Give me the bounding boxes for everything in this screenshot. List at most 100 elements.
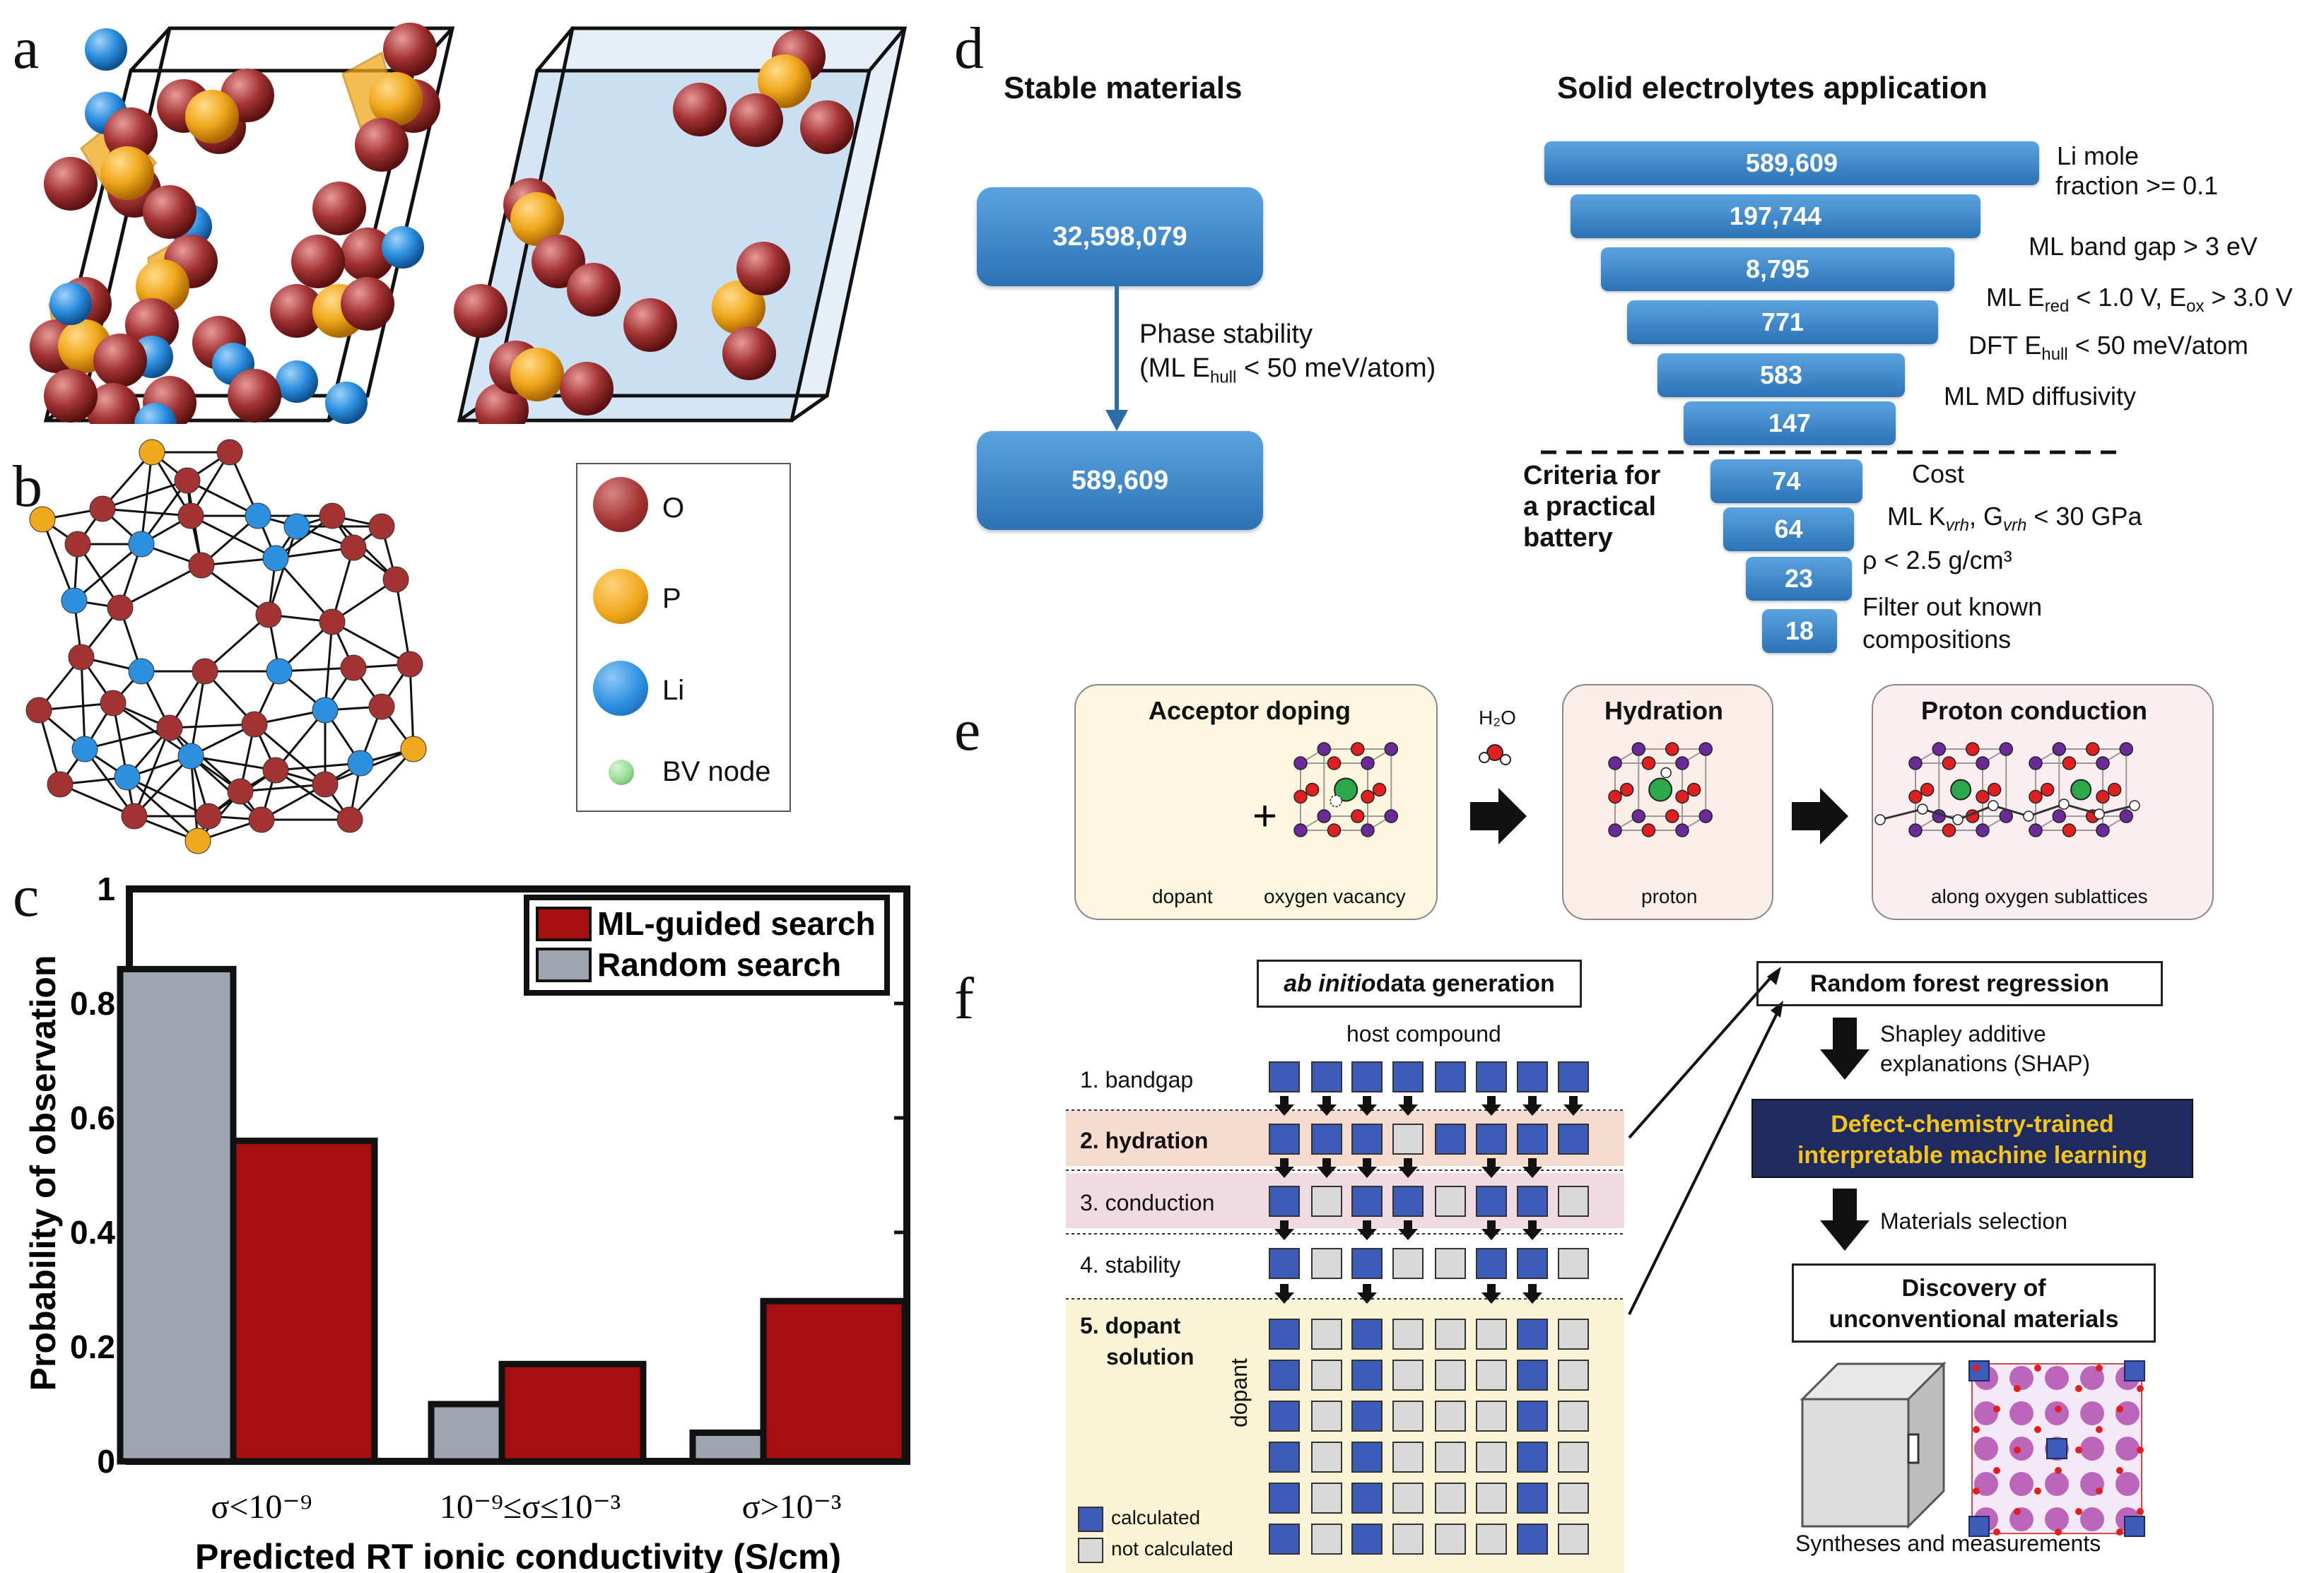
not-calculated-cell [1311,1186,1342,1217]
perovskite-cell-icon [1608,742,1713,837]
calculated-cell [1476,1248,1507,1279]
calculated-cell [1351,1401,1383,1432]
atom-p [712,281,765,334]
not-calculated-cell [1558,1401,1589,1432]
calculated-cell [1435,1124,1466,1155]
calculated-cell [1269,1401,1300,1432]
graph-node-li [312,697,339,724]
calculated-cell [1351,1124,1383,1155]
arrow-right-icon-2 [1792,788,1848,844]
perovskite-cell-icon [2029,742,2133,837]
lattice-site [1968,1360,1990,1381]
not-calculated-cell [1311,1401,1342,1432]
graph-node-li [347,750,374,777]
not-calculated-cell [1558,1186,1589,1217]
down-arrow-icon [1522,1220,1542,1240]
graph-node-o [255,601,282,628]
proton-label: proton [1641,885,1698,907]
graph-node-o [382,566,409,593]
legend-calculated-swatch [1078,1507,1103,1532]
funnel-bar: 18 [1762,609,1837,653]
graph-node-o [121,803,148,830]
panel-label-e: e [954,697,981,763]
down-arrow-icon [1522,1096,1542,1116]
atom-o [736,242,790,295]
atom-p [758,54,811,108]
x-tick-label: 10⁻⁹≤σ≤10⁻³ [440,1488,621,1526]
down-arrow-icon [1563,1096,1583,1116]
atom-p [185,90,239,143]
x-tick-label: σ<10⁻⁹ [211,1488,312,1526]
graph-node-p [400,736,427,762]
down-arrow-icon [1317,1096,1337,1116]
atom-o [143,185,196,239]
not-calculated-cell [1392,1524,1424,1555]
calculated-cell [1351,1483,1383,1514]
graph-node-o [262,757,289,784]
graph-edge [84,726,170,750]
down-arrow-icon [1357,1096,1377,1116]
atom-li [325,382,368,424]
graph-edge [83,748,136,817]
not-calculated-cell [1476,1360,1507,1391]
lattice-site [2124,1516,2145,1537]
atom-o [722,326,776,380]
y-tick-label: 0 [97,1443,115,1480]
calculated-cell [1351,1360,1383,1391]
y-tick-label: 0.4 [70,1214,115,1251]
graph-edge [74,543,142,602]
graph-node-o [100,690,127,717]
down-arrow-icon-1 [1820,1018,1870,1080]
atom-o [623,298,677,352]
legend-calculated-label: calculated [1111,1507,1201,1528]
atom-p [510,348,564,401]
atom-o [270,284,324,338]
atom-o [383,23,437,76]
calculated-cell [1476,1186,1507,1217]
water-label: H₂O [1479,707,1516,729]
down-arrow-icon [1274,1096,1294,1116]
perovskite-cell-icon [1293,742,1398,837]
down-arrow-icon [1357,1284,1377,1304]
bar-random-search [428,1401,505,1465]
phase-stability-label: Phase stability [1139,319,1313,349]
criteria-filter-2: compositions [1862,625,2012,654]
not-calculated-cell [1435,1360,1466,1391]
graph-edge [275,762,361,772]
not-calculated-cell [1311,1483,1342,1514]
calculated-cell [1269,1061,1300,1092]
graph-node-li [177,743,204,770]
not-calculated-cell [1476,1483,1507,1514]
legend-label-bv: BV node [662,756,771,787]
host-compound-label: host compound [1346,1021,1501,1047]
not-calculated-cell [1435,1186,1466,1217]
hydration-title: Hydration [1604,696,1724,725]
not-calculated-cell [1558,1360,1589,1391]
row-hydration: 2. hydration [1080,1128,1209,1153]
atom-p [369,72,423,126]
oxygen-vacancy-label: oxygen vacancy [1264,885,1406,907]
criteria-md-diffusivity: ML MD diffusivity [1944,382,2137,411]
panel-label-f: f [954,966,974,1032]
proton-dot [2058,799,2070,810]
calculated-cell [1517,1401,1548,1432]
graph-node-li [245,502,271,529]
y-tick-label: 1 [97,871,115,907]
not-calculated-cell [1311,1442,1342,1473]
graph-edge [80,656,86,750]
perovskite-cell-icon [1908,742,2013,837]
not-calculated-cell [1435,1483,1466,1514]
down-arrow-icon [1481,1284,1501,1304]
lattice-site [2046,1438,2067,1459]
lattice-atom [2009,1437,2034,1461]
bar-random-search [117,965,237,1465]
graph-edge [275,546,354,560]
legend-random-label: Random search [597,946,841,983]
down-arrow-icon [1357,1158,1377,1178]
calculated-cell [1517,1360,1548,1391]
calculated-cell [1435,1061,1466,1092]
graph-node-o [68,644,95,671]
calculated-cell [1311,1124,1342,1155]
graph-node-o [227,778,254,805]
